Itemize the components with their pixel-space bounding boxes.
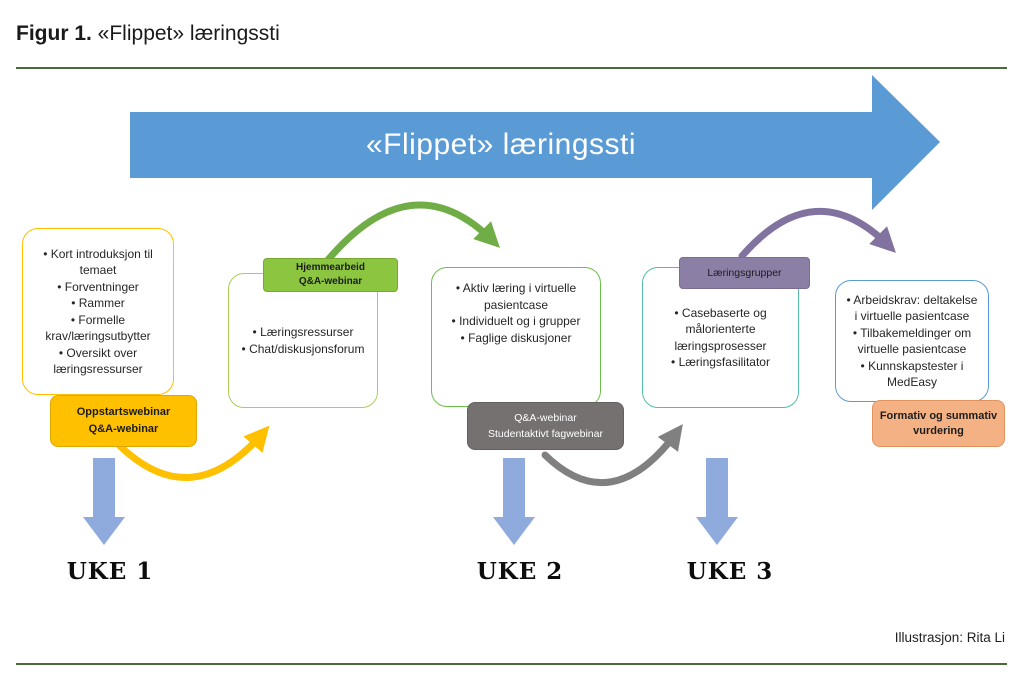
figure-caption-number: Figur 1.	[16, 22, 92, 45]
stage-box-assessment: Arbeidskrav: deltakelse i virtuelle pasi…	[835, 280, 989, 402]
illustration-credit: Illustrasjon: Rita Li	[894, 630, 1005, 645]
down-arrow-week-1	[83, 458, 125, 545]
tag-line: Q&A-webinar	[88, 423, 159, 435]
bullet-item: Casebaserte og målorienterte læringspros…	[651, 305, 790, 355]
bullet-item: Aktiv læring i virtuelle pasientcase	[440, 280, 592, 313]
curve-arrow-green	[323, 201, 500, 265]
tag-line: Hjemmearbeid	[296, 262, 365, 273]
tag-oppstartswebinar: Oppstartswebinar Q&A-webinar	[50, 395, 197, 447]
stage-box-introduction-list: Kort introduksjon til temaet Forventning…	[23, 246, 173, 378]
banner-title: «Flippet» læringssti	[365, 128, 637, 161]
stage-box-introduction: Kort introduksjon til temaet Forventning…	[22, 228, 174, 395]
tag-laeringsgrupper: Læringsgrupper	[679, 257, 810, 289]
tag-line: Q&A-webinar	[514, 412, 577, 424]
bullet-item: Læringsfasilitator	[651, 354, 790, 371]
stage-box-assessment-list: Arbeidskrav: deltakelse i virtuelle pasi…	[836, 292, 988, 391]
bullet-item: Formelle krav/læringsutbytter	[31, 312, 165, 345]
bullet-item: Oversikt over læringsressurser	[31, 345, 165, 378]
bullet-item: Rammer	[31, 295, 165, 312]
bullet-item: Arbeidskrav: deltakelse i virtuelle pasi…	[844, 292, 980, 325]
stage-box-homework-list: Læringsressurser Chat/diskusjonsforum	[234, 324, 373, 357]
bottom-divider	[16, 663, 1007, 665]
stage-box-homework: Læringsressurser Chat/diskusjonsforum	[228, 273, 378, 408]
stage-box-casebased-list: Casebaserte og målorienterte læringspros…	[643, 305, 798, 371]
bullet-item: Læringsressurser	[242, 324, 365, 341]
week-label-1: UKE 1	[66, 558, 154, 585]
bullet-item: Tilbakemeldinger om virtuelle pasientcas…	[844, 325, 980, 358]
tag-qa-webinar: Q&A-webinar Studentaktivt fagwebinar	[467, 402, 624, 450]
tag-line: Oppstartswebinar	[76, 406, 171, 418]
stage-box-active-learning: Aktiv læring i virtuelle pasientcase Ind…	[431, 267, 601, 407]
down-arrow-week-3	[696, 458, 738, 545]
week-label-3: UKE 3	[686, 558, 774, 585]
bullet-item: Individuelt og i grupper	[440, 313, 592, 330]
week-label-2: UKE 2	[476, 558, 564, 585]
curve-arrow-purple	[738, 208, 896, 260]
tag-line: Studentaktivt fagwebinar	[488, 428, 603, 440]
tag-vurdering: Formativ og summativ vurdering	[872, 400, 1005, 447]
tag-line: Læringsgrupper	[707, 267, 782, 279]
curve-arrow-gray	[541, 424, 683, 487]
stage-box-active-learning-list: Aktiv læring i virtuelle pasientcase Ind…	[432, 268, 600, 346]
bullet-item: Faglige diskusjoner	[440, 330, 592, 347]
stage-box-casebased: Casebaserte og målorienterte læringspros…	[642, 267, 799, 408]
figure-caption-title: «Flippet» læringssti	[91, 22, 280, 45]
bullet-item: Kort introduksjon til temaet	[31, 246, 165, 279]
bullet-item: Kunnskapstester i MedEasy	[844, 358, 980, 391]
banner-arrow	[130, 75, 940, 210]
curve-arrow-yellow	[116, 425, 270, 481]
bullet-item: Forventninger	[31, 279, 165, 296]
tag-line: Q&A-webinar	[298, 276, 363, 287]
tag-line: Formativ og summativ vurdering	[879, 409, 998, 437]
bullet-item: Chat/diskusjonsforum	[242, 341, 364, 358]
down-arrow-week-2	[493, 458, 535, 545]
tag-hjemmearbeid: Hjemmearbeid Q&A-webinar	[263, 258, 398, 292]
top-divider	[16, 67, 1007, 69]
figure-caption: Figur 1. «Flippet» læringssti	[16, 22, 280, 46]
